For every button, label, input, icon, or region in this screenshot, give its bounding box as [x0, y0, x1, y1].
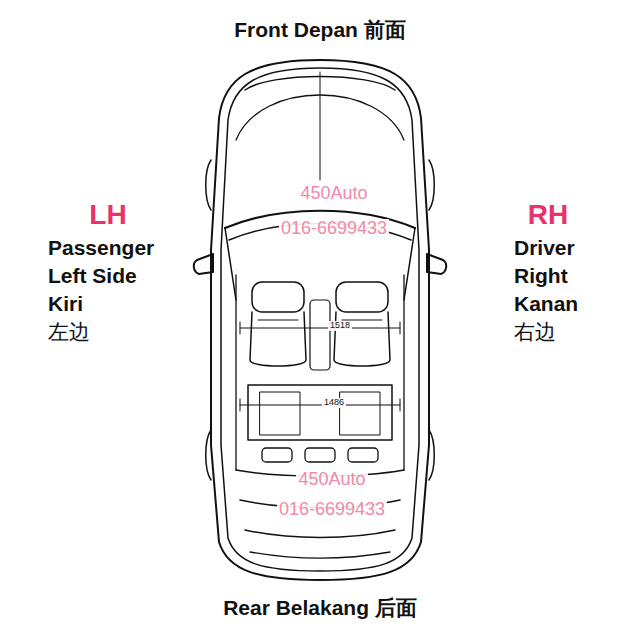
- side-label: 右边: [514, 320, 556, 343]
- watermark: 016-6699433: [277, 500, 387, 520]
- watermark: 450Auto: [296, 470, 367, 490]
- watermark: 450Auto: [298, 184, 369, 204]
- heading-rear: Rear Belakang 后面: [223, 596, 417, 619]
- heading-front: Front Depan 前面: [234, 18, 406, 41]
- side-label: Right: [514, 264, 568, 287]
- watermark: 016-6699433: [279, 219, 389, 239]
- side-label: Passenger: [48, 236, 154, 259]
- side-code: LH: [89, 200, 126, 231]
- dimension: 1486: [322, 398, 346, 408]
- side-label: Kanan: [514, 292, 578, 315]
- dimension: 1518: [328, 321, 352, 331]
- side-code: RH: [528, 200, 568, 231]
- side-label: 左边: [48, 320, 90, 343]
- side-label: Kiri: [48, 292, 83, 315]
- side-label: Driver: [514, 236, 575, 259]
- side-label: Left Side: [48, 264, 137, 287]
